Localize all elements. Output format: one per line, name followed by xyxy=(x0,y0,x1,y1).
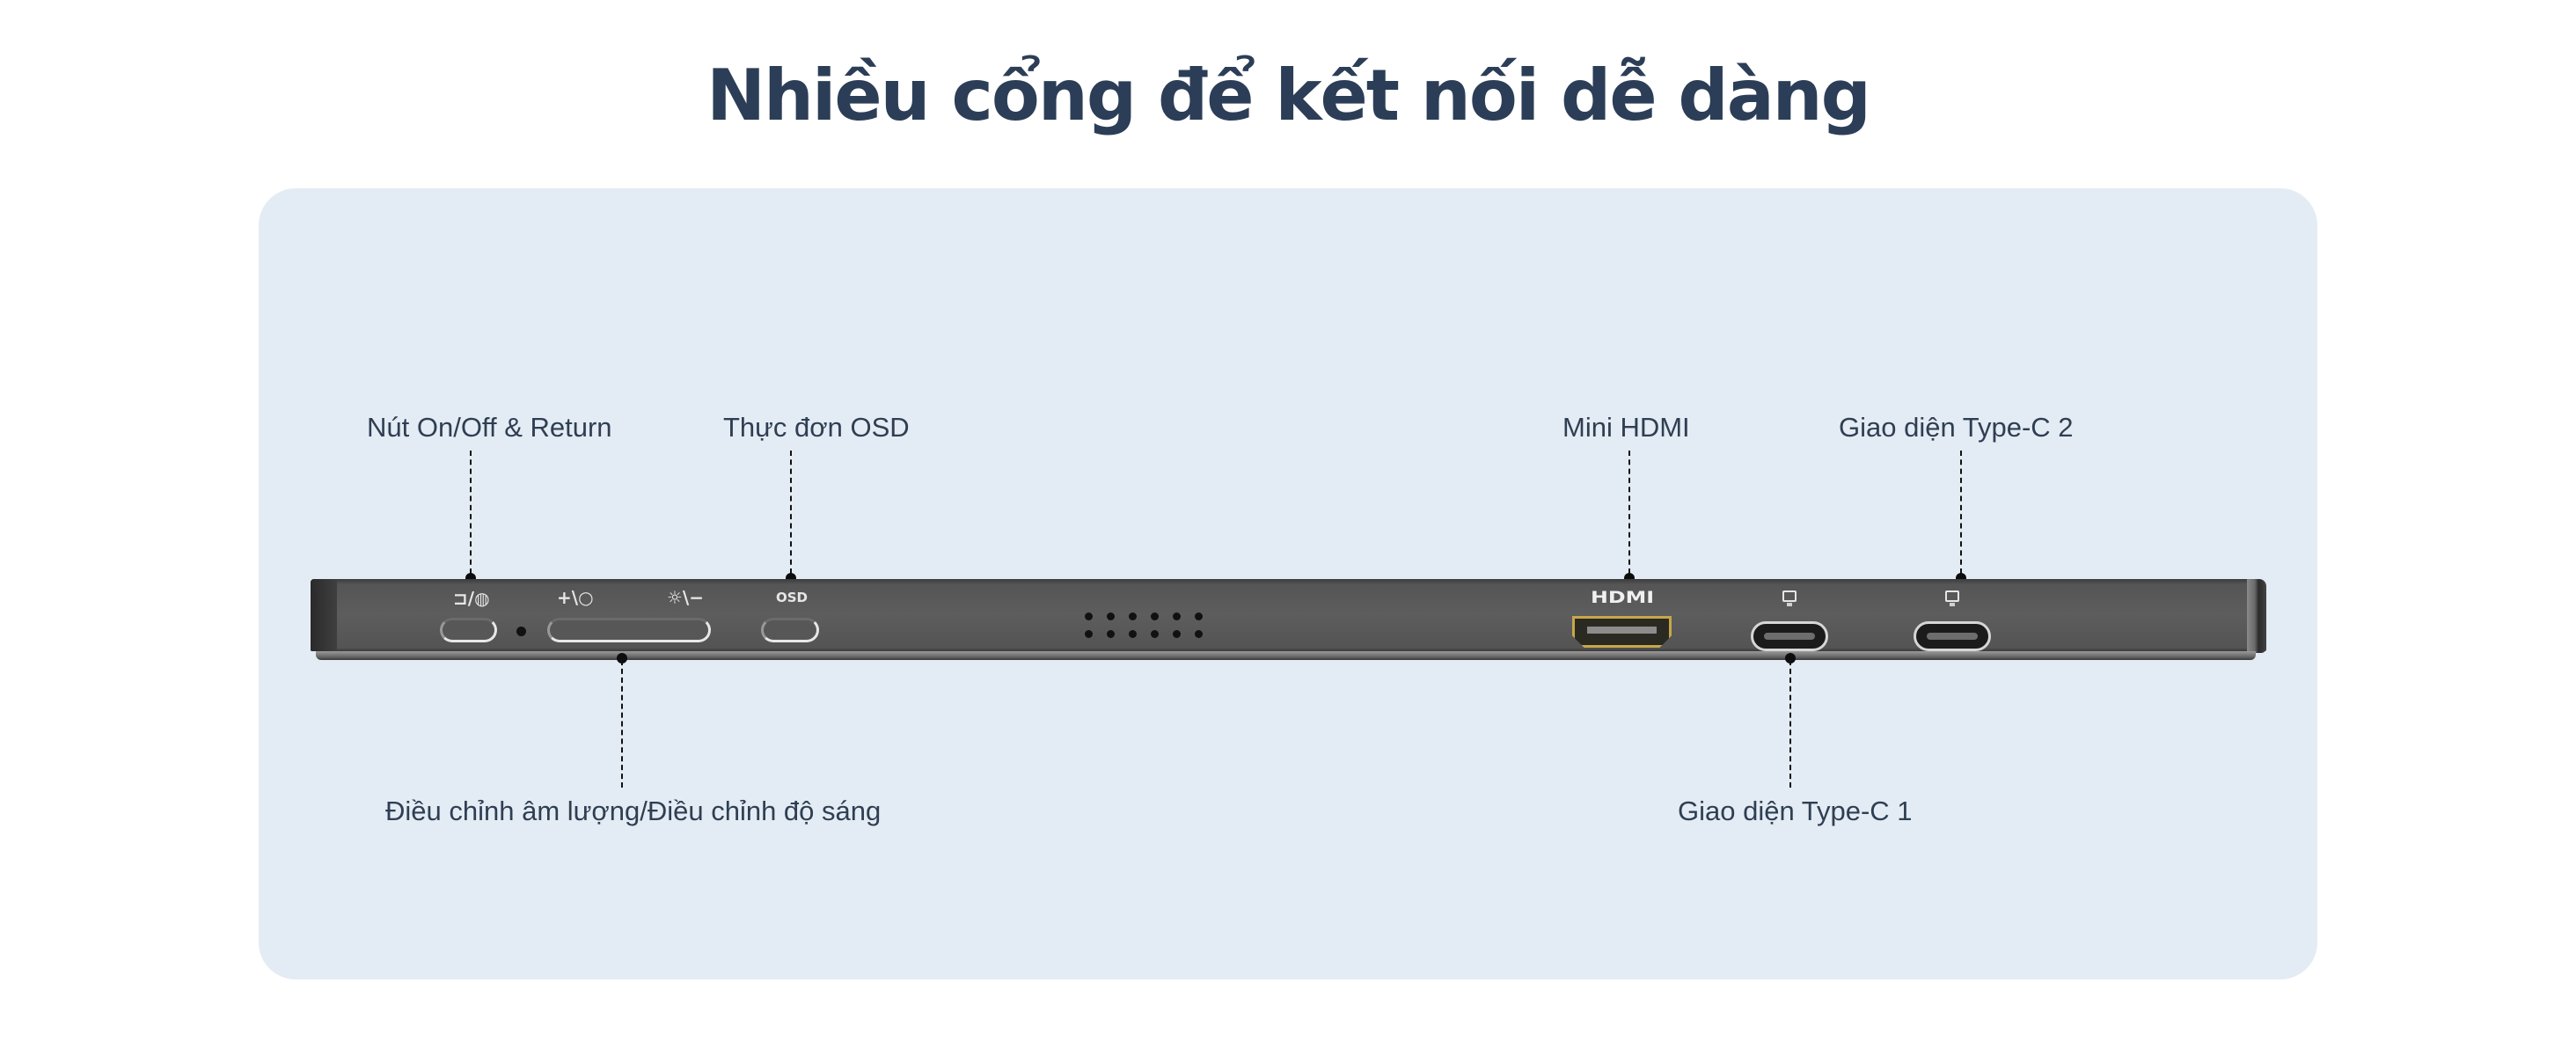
power-return-icon: ⊐/◍ xyxy=(453,588,490,609)
callout-line-type-c-1 xyxy=(1789,660,1791,788)
speaker-hole xyxy=(1151,612,1159,620)
hdmi-logo-icon: HDMI xyxy=(1591,588,1655,607)
callout-dot-type-c-1 xyxy=(1785,653,1796,664)
callout-line-type-c-2 xyxy=(1960,451,1962,574)
device-right-end xyxy=(2247,579,2266,653)
callout-label-osd-menu: Thực đơn OSD xyxy=(723,412,910,443)
callout-label-mini-hdmi: Mini HDMI xyxy=(1562,412,1690,443)
callout-label-power-button: Nút On/Off & Return xyxy=(367,412,612,443)
type-c-1-pins xyxy=(1764,633,1815,640)
callout-line-hdmi xyxy=(1628,451,1630,574)
speaker-hole xyxy=(1129,630,1137,638)
osd-menu-button[interactable] xyxy=(761,618,819,642)
device-bottom-lip xyxy=(316,651,2256,660)
callout-line-power xyxy=(470,451,472,574)
callout-dot-rocker xyxy=(617,653,627,664)
power-return-button[interactable] xyxy=(440,618,497,642)
callout-label-type-c-2: Giao diện Type-C 2 xyxy=(1839,412,2074,443)
speaker-hole xyxy=(1107,630,1115,638)
speaker-hole xyxy=(1195,630,1203,638)
speaker-hole xyxy=(1129,612,1137,620)
speaker-hole xyxy=(1085,630,1093,638)
hdmi-port-pins xyxy=(1587,627,1657,634)
page-title: Nhiều cổng để kết nối dễ dàng xyxy=(706,55,1871,136)
speaker-hole xyxy=(1085,612,1093,620)
display-icon-type-c-2 xyxy=(1945,590,1959,606)
callout-line-osd xyxy=(790,451,792,574)
osd-label-mark: OSD xyxy=(776,590,809,605)
type-c-port-1[interactable] xyxy=(1751,621,1828,651)
type-c-port-2[interactable] xyxy=(1914,621,1991,651)
display-icon-type-c-1 xyxy=(1782,590,1797,606)
type-c-2-pins xyxy=(1927,633,1978,640)
speaker-hole xyxy=(1195,612,1203,620)
volume-brightness-rocker[interactable] xyxy=(547,618,711,642)
volume-up-icon: +\○ xyxy=(557,587,594,608)
speaker-hole xyxy=(1173,630,1181,638)
speaker-hole xyxy=(1173,612,1181,620)
callout-label-volume-brightness: Điều chỉnh âm lượng/Điều chỉnh độ sáng xyxy=(385,796,882,826)
callout-line-rocker xyxy=(621,660,623,788)
speaker-hole xyxy=(1151,630,1159,638)
brightness-down-icon: ☼\− xyxy=(667,587,704,608)
callout-label-type-c-1: Giao diện Type-C 1 xyxy=(1678,796,1913,826)
speaker-hole xyxy=(1107,612,1115,620)
indicator-led xyxy=(516,627,526,636)
mini-hdmi-port[interactable] xyxy=(1572,616,1672,648)
device-left-end xyxy=(311,579,337,651)
